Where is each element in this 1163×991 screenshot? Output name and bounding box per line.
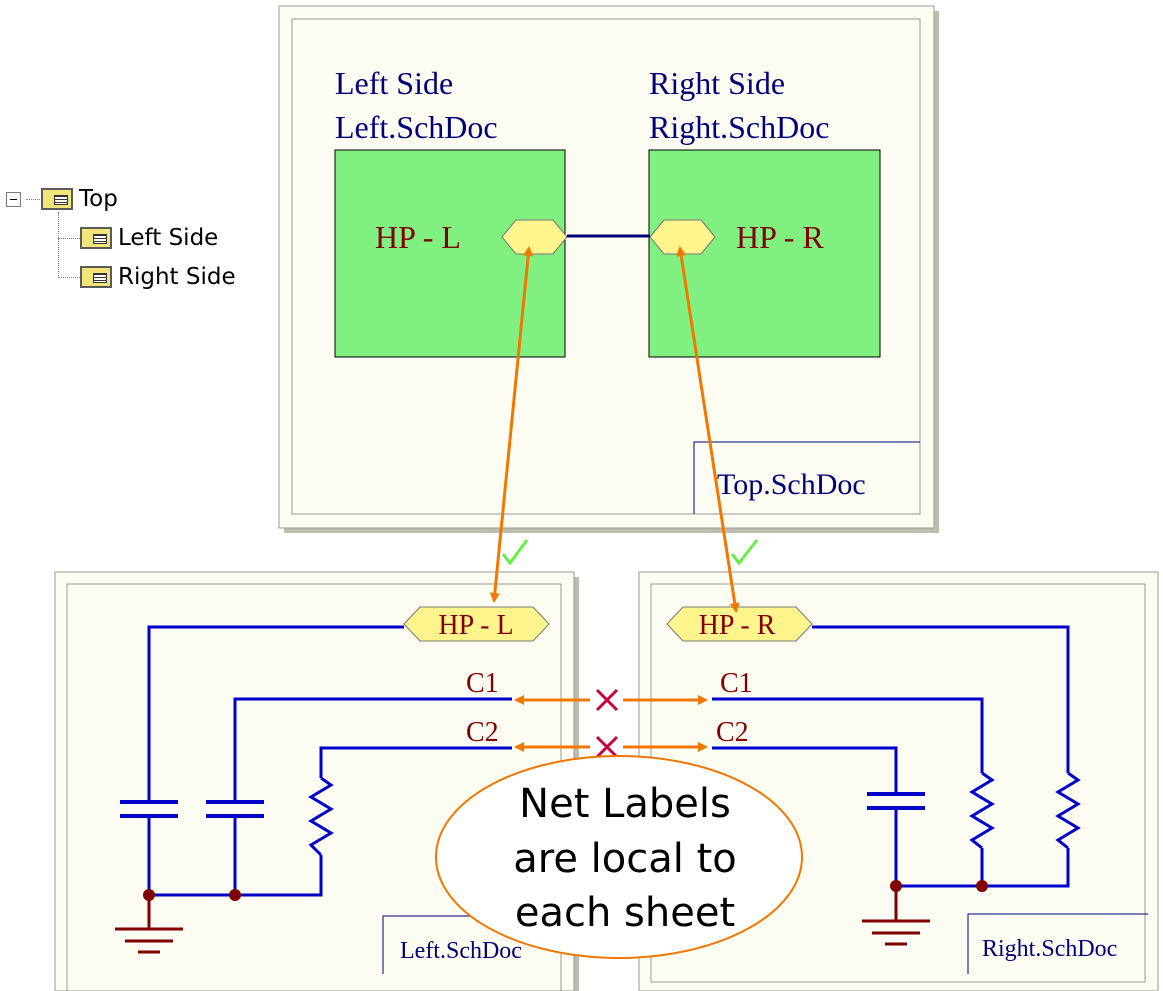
sheet-filename-left: Left.SchDoc: [335, 109, 498, 145]
callout-line-2: are local to: [513, 836, 736, 882]
schematic-document-icon: [80, 227, 112, 249]
left-port-label: HP - L: [438, 610, 513, 641]
top-sheet: Left Side Left.SchDoc HP - L Right Side …: [278, 5, 939, 533]
title-block-right: Right.SchDoc: [967, 913, 1148, 974]
tree-item-label: Left Side: [118, 225, 219, 251]
title-block-top: Top.SchDoc: [693, 441, 920, 514]
tree-item-label: Right Side: [118, 264, 236, 290]
cross-mark-icon: [595, 735, 619, 759]
right-net-label-c1: C1: [720, 668, 753, 699]
junction-dot: [976, 880, 988, 892]
left-net-label-c2: C2: [466, 717, 499, 748]
right-port[interactable]: HP - R: [666, 606, 813, 642]
sheet-entry-label-left: HP - L: [375, 219, 461, 255]
left-port[interactable]: HP - L: [403, 606, 550, 642]
ground-symbol-icon: [115, 927, 183, 954]
right-resistor-1: [969, 771, 995, 850]
right-capacitor: [867, 792, 925, 810]
schematic-document-icon: [41, 188, 73, 210]
right-port-label: HP - R: [699, 610, 776, 641]
title-block-text: Right.SchDoc: [982, 936, 1117, 962]
ground-symbol-icon: [862, 919, 930, 946]
sheet-entry-left[interactable]: [501, 219, 568, 255]
tree-item-right-side[interactable]: Right Side: [80, 262, 236, 292]
tree-item-label: Top: [79, 186, 118, 212]
title-block-left: Left.SchDoc: [382, 915, 562, 974]
left-capacitor-1: [120, 800, 178, 818]
tree-item-left-side[interactable]: Left Side: [80, 223, 218, 253]
right-net-label-c2: C2: [716, 717, 749, 748]
cross-mark-icon: [595, 688, 619, 712]
schematic-document-icon: [80, 266, 112, 288]
collapse-toggle-icon[interactable]: [6, 191, 21, 207]
sheet-entry-right[interactable]: [649, 219, 716, 255]
sheet-designator-right: Right Side: [649, 65, 785, 101]
sheet-filename-right: Right.SchDoc: [649, 109, 829, 145]
left-capacitor-2: [206, 800, 264, 818]
right-resistor-2: [1055, 771, 1081, 850]
left-net-label-c1: C1: [466, 668, 499, 699]
right-wires: [712, 625, 1070, 920]
callout-note: Net Labels are local to each sheet: [435, 755, 803, 959]
project-tree: Top Left Side Right Side: [6, 184, 256, 294]
left-wires: [147, 625, 512, 928]
check-mark-icon: [730, 539, 759, 566]
callout-line-1: Net Labels: [519, 781, 731, 827]
callout-line-3: each sheet: [515, 890, 735, 936]
title-block-text: Top.SchDoc: [717, 468, 866, 501]
junction-dot: [143, 889, 155, 901]
sheet-entry-label-right: HP - R: [736, 219, 824, 255]
left-resistor: [308, 776, 334, 857]
title-block-text: Left.SchDoc: [400, 938, 522, 964]
arrow-entry-to-port-right: [676, 246, 740, 613]
junction-dot: [890, 880, 902, 892]
check-mark-icon: [501, 539, 529, 566]
sheet-designator-left: Left Side: [335, 65, 453, 101]
tree-item-top[interactable]: Top: [6, 184, 118, 214]
junction-dot: [229, 889, 241, 901]
arrow-entry-to-port-left: [489, 246, 534, 603]
